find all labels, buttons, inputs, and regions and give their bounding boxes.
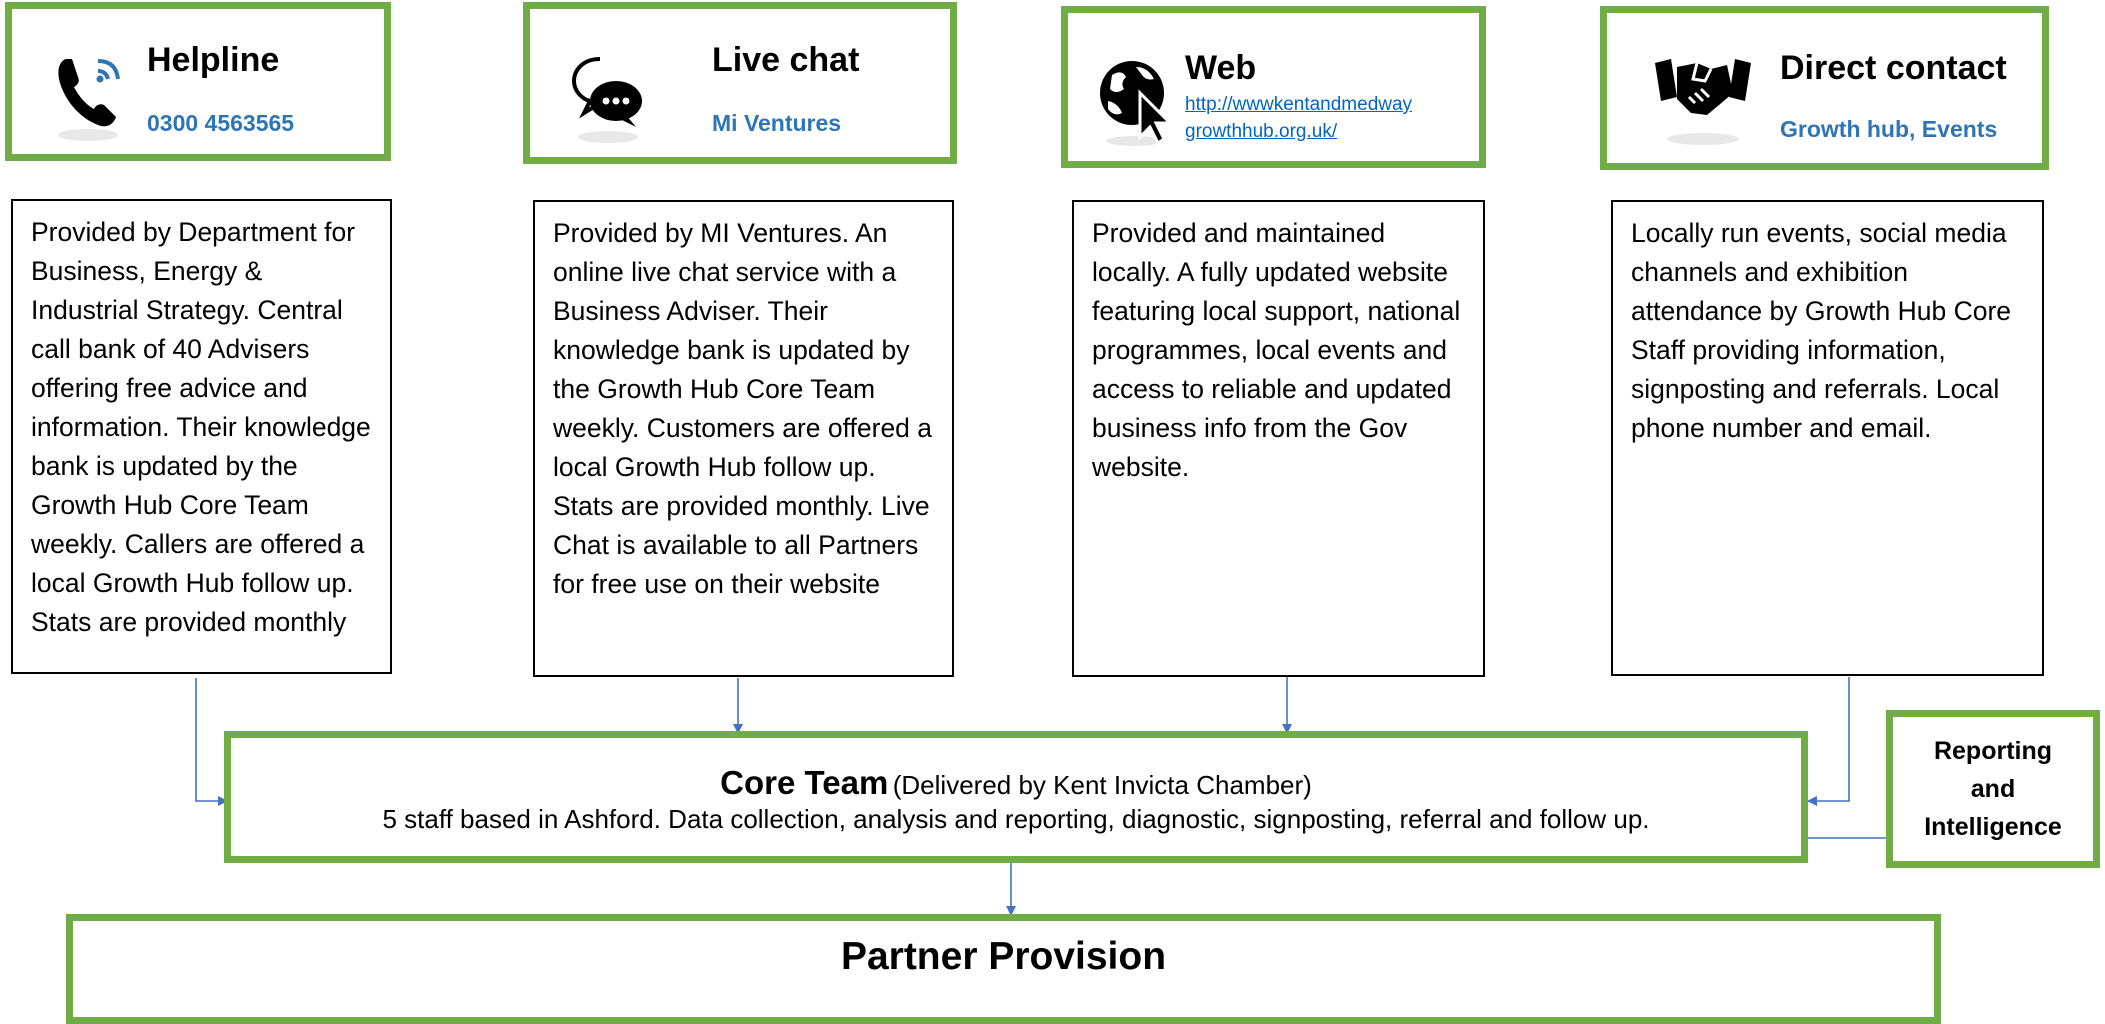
core-team-box: Core Team (Delivered by Kent Invicta Cha…: [224, 731, 1808, 863]
core-team-description: 5 staff based in Ashford. Data collectio…: [382, 804, 1650, 834]
handshake-icon: [1655, 59, 1751, 145]
livechat-header-box: Live chat Mi Ventures: [523, 2, 957, 164]
livechat-provider: Mi Ventures: [712, 110, 842, 136]
partner-provision-title: Partner Provision: [840, 935, 1167, 978]
partner-provision-box: Partner Provision: [66, 914, 1941, 1024]
direct-contact-description: Locally run events, social media channel…: [1611, 200, 2044, 676]
helpline-description: Provided by Department for Business, Ene…: [11, 199, 392, 674]
direct-contact-header-box: Direct contact Growth hub, Events: [1600, 6, 2049, 170]
helpline-to-core-arrow: [195, 678, 228, 806]
reporting-line-2: and: [1970, 775, 2016, 803]
core-team-title: Core Team: [720, 764, 889, 801]
livechat-title: Live chat: [712, 41, 860, 79]
helpline-header-box: Helpline 0300 4563565: [5, 2, 391, 161]
direct-to-core-arrow: [1807, 677, 1850, 806]
direct-contact-title: Direct contact: [1780, 49, 2007, 87]
phone-icon: [58, 59, 120, 141]
web-header-box: Web http://wwwkentandmedway growthhub.or…: [1061, 6, 1486, 168]
livechat-description: Provided by MI Ventures. An online live …: [533, 200, 954, 677]
web-link[interactable]: http://wwwkentandmedway growthhub.org.uk…: [1185, 94, 1413, 142]
web-description: Provided and maintained locally. A fully…: [1072, 200, 1485, 677]
web-title: Web: [1185, 49, 1257, 87]
chat-bubble-icon: [571, 57, 642, 143]
helpline-number: 0300 4563565: [147, 110, 295, 136]
reporting-line-3: Intelligence: [1924, 813, 2062, 841]
globe-cursor-icon: [1100, 61, 1174, 146]
helpline-title: Helpline: [147, 41, 280, 79]
direct-contact-channels: Growth hub, Events: [1780, 116, 1998, 142]
reporting-line-1: Reporting: [1933, 737, 2053, 765]
core-team-note: (Delivered by Kent Invicta Chamber): [892, 770, 1312, 800]
reporting-intelligence-box: Reporting and Intelligence: [1886, 710, 2100, 868]
